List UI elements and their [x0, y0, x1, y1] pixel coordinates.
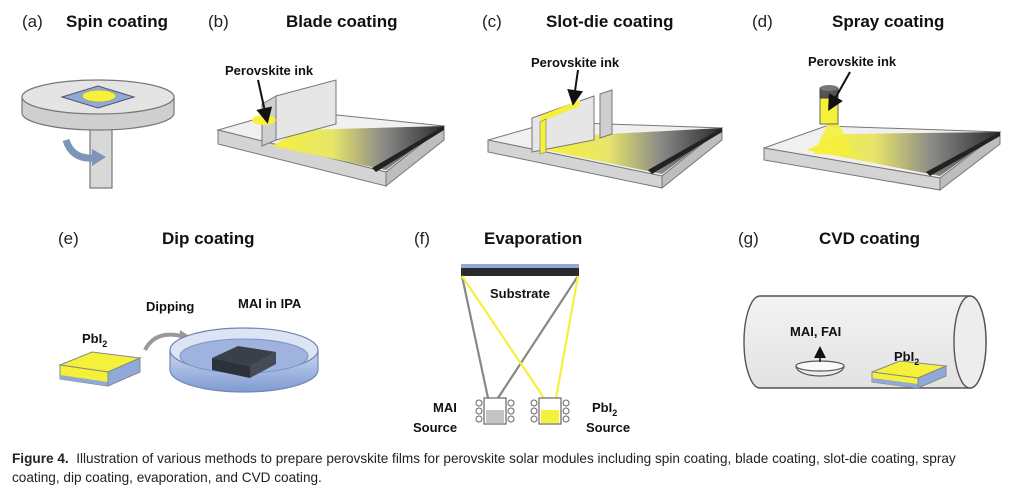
panel-e-letter: (e): [58, 229, 79, 248]
panel-f-letter: (f): [414, 229, 430, 248]
panel-b-blade-coating: (b) Blade coating Perovskite ink: [208, 12, 446, 188]
evaporation-illustration: [460, 264, 580, 425]
spray-coater-illustration: [762, 71, 1002, 192]
panel-e-dip-coating: (e) Dip coating Dipping MAI in IPA PbI2: [58, 229, 319, 393]
panel-d-spray-coating: (d) Spray coating Perovskite ink: [752, 12, 1002, 192]
slot-die-coater-illustration: [487, 69, 724, 190]
panel-f-evaporation: (f) Evaporation Substrate MAI Source: [413, 229, 630, 435]
panel-f-mai-label: MAI: [433, 400, 457, 415]
panel-a-spin-coating: (a) Spin coating: [21, 12, 175, 189]
panel-a-title: Spin coating: [66, 12, 168, 31]
panel-c-slot-die-coating: (c) Slot-die coating Perovskite ink: [482, 12, 724, 190]
panel-d-title: Spray coating: [832, 12, 944, 31]
panel-e-title: Dip coating: [162, 229, 255, 248]
figure-caption-text: Illustration of various methods to prepa…: [12, 451, 956, 485]
panel-f-title: Evaporation: [484, 229, 582, 248]
panel-e-dipping-label: Dipping: [146, 299, 194, 314]
panel-a-letter: (a): [22, 12, 43, 31]
panel-d-ink-label: Perovskite ink: [808, 54, 897, 69]
dip-coating-illustration: [58, 327, 319, 393]
panel-g-letter: (g): [738, 229, 759, 248]
panel-d-letter: (d): [752, 12, 773, 31]
panel-f-substrate-label: Substrate: [490, 286, 550, 301]
panel-c-title: Slot-die coating: [546, 12, 674, 31]
figure-4-illustration: (a) Spin coating (b) Blade coating Perov…: [21, 12, 1002, 435]
panel-b-ink-label: Perovskite ink: [225, 63, 314, 78]
panel-c-letter: (c): [482, 12, 502, 31]
panel-b-letter: (b): [208, 12, 229, 31]
panel-f-pbi-label: PbI2: [592, 400, 617, 418]
blade-coater-illustration: [216, 79, 446, 188]
panel-c-ink-label: Perovskite ink: [531, 55, 620, 70]
panel-b-title: Blade coating: [286, 12, 397, 31]
panel-f-mai-source-label: Source: [413, 420, 457, 435]
panel-g-title: CVD coating: [819, 229, 920, 248]
panel-f-pbi-source-label: Source: [586, 420, 630, 435]
figure-caption-label: Figure 4.: [12, 451, 69, 466]
cvd-tube-illustration: [743, 295, 987, 389]
spin-coater-illustration: [21, 79, 175, 189]
panel-g-pbi-label: PbI2: [894, 349, 919, 367]
panel-g-cvd-coating: (g) CVD coating MAI, FAI PbI2: [738, 229, 987, 389]
panel-e-pbi-label: PbI2: [82, 331, 107, 349]
panel-e-bath-label: MAI in IPA: [238, 296, 302, 311]
panel-g-vapor-label: MAI, FAI: [790, 324, 841, 339]
figure-caption: Figure 4. Illustration of various method…: [12, 449, 1004, 487]
